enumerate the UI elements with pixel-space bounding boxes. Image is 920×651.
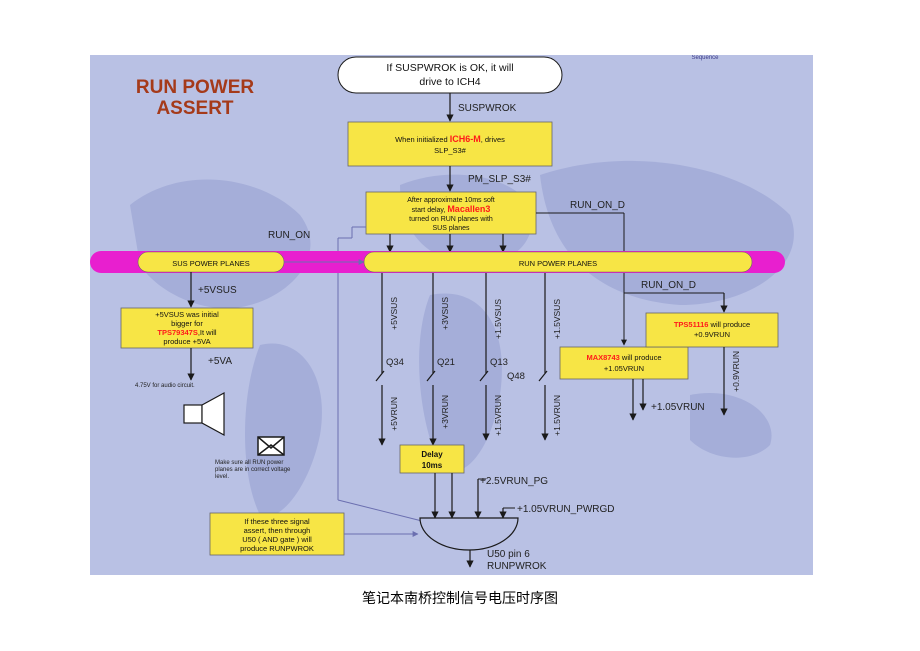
- mail-note-line-3: level.: [215, 474, 229, 480]
- and-note-line-3: U50 ( AND gate ) will: [242, 535, 312, 544]
- delay-line-2: 10ms: [422, 461, 443, 470]
- and-note-box: [209, 512, 345, 556]
- mail-note-line-1: Make sure all RUN power: [215, 460, 283, 466]
- signal-run-on-d-right: RUN_ON_D: [641, 280, 696, 291]
- tps51116-line-1: TPS51116 will produce: [674, 320, 750, 329]
- rail-lines: [375, 273, 549, 446]
- figure-caption: 笔记本南桥控制信号电压时序图: [362, 591, 558, 607]
- switch-q34: Q34: [386, 357, 404, 368]
- run-power-planes: [363, 251, 753, 273]
- title-line-1: RUN POWER: [136, 77, 255, 98]
- and-note-line-2: assert, then through: [244, 526, 311, 535]
- mail-note-line-2: planes are in correct voltage: [215, 467, 291, 473]
- signal-5vsus: +5VSUS: [198, 285, 237, 296]
- signal-u50-pin6: U50 pin 6: [487, 549, 530, 560]
- tps-left-line-2: bigger for: [171, 319, 203, 328]
- tps-left-line-1: +5VSUS was initial: [155, 310, 219, 319]
- sus-rail-label-3: +1.5VSUS: [493, 299, 503, 339]
- tps51116-line-2: +0.9VRUN: [694, 330, 730, 339]
- speaker-icon: [183, 391, 225, 437]
- tps79347-box: [120, 307, 254, 349]
- tps-left-line-4: produce +5VA: [163, 337, 210, 346]
- signal-run-on: RUN_ON: [268, 230, 310, 241]
- signal-runpwrok: RUNPWROK: [487, 561, 547, 572]
- vertical-0-9vrun: +0.9VRUN: [731, 351, 741, 392]
- max-box-line-1: MAX8743 will produce: [586, 353, 661, 362]
- top-note-line-2: drive to ICH4: [419, 76, 480, 88]
- tps-left-line-3: TPS79347S,It will: [157, 328, 217, 337]
- sus-power-planes-label: SUS POWER PLANES: [172, 259, 250, 268]
- audio-note: 4.75V for audio circuit.: [135, 383, 195, 389]
- signal-5va: +5VA: [208, 356, 232, 367]
- max8743-box: [559, 346, 689, 380]
- signal-suspwrok: SUSPWROK: [458, 103, 517, 114]
- switch-q48: Q48: [507, 371, 525, 382]
- and-gate-u50: [419, 517, 519, 551]
- and-note-line-4: produce RUNPWROK: [240, 544, 314, 553]
- sus-rail-label-2: +3VSUS: [440, 297, 450, 330]
- title-line-2: ASSERT: [156, 98, 233, 119]
- signal-1-05vrun-right: +1.05VRUN: [651, 402, 705, 413]
- signal-2-5vrun-pg: +2.5VRUN_PG: [480, 476, 548, 487]
- run-rail-label-4: +1.5VRUN: [552, 395, 562, 436]
- switch-q21: Q21: [437, 357, 455, 368]
- ich-box-line-2: SLP_S3#: [434, 146, 467, 155]
- top-note-line-1: If SUSPWROK is OK, it will: [386, 62, 513, 74]
- run-power-planes-label: RUN POWER PLANES: [519, 259, 597, 268]
- macallen-line-2: start delay, Macallen3: [412, 204, 491, 214]
- ich-box: [347, 121, 553, 167]
- macallen-line-4: SUS planes: [433, 225, 470, 232]
- max-box-line-2: +1.05VRUN: [604, 364, 644, 373]
- signal-1-05vrun-pwrgd: +1.05VRUN_PWRGD: [517, 504, 615, 515]
- tps51116-box: [645, 312, 779, 348]
- signal-pm-slp-s3: PM_SLP_S3#: [468, 174, 531, 185]
- run-rail-label-2: +3VRUN: [440, 395, 450, 429]
- power-sequence-diagram: RUN POWER ASSERT Sequence If SUSPWROK is…: [90, 55, 813, 575]
- run-rail-label-3: +1.5VRUN: [493, 395, 503, 436]
- signal-run-on-d-top: RUN_ON_D: [570, 200, 625, 211]
- macallen-box: [365, 191, 537, 235]
- corner-fragment: Sequence: [691, 55, 719, 61]
- ich-box-line-1: When initialized ICH6-M, drives: [395, 134, 505, 144]
- delay-box: [399, 444, 465, 474]
- switch-q13: Q13: [490, 357, 508, 368]
- diagram-svg: RUN POWER ASSERT Sequence If SUSPWROK is…: [90, 55, 813, 575]
- sus-rail-label-1: +5VSUS: [389, 297, 399, 330]
- and-note-line-1: If these three signal: [244, 517, 310, 526]
- mail-icon: [257, 436, 285, 456]
- run-rail-label-1: +5VRUN: [389, 397, 399, 431]
- sus-rail-label-4: +1.5VSUS: [552, 299, 562, 339]
- delay-line-1: Delay: [421, 450, 443, 459]
- macallen-line-1: After approximate 10ms soft: [407, 197, 495, 204]
- macallen-line-3: turned on RUN planes with: [409, 216, 493, 223]
